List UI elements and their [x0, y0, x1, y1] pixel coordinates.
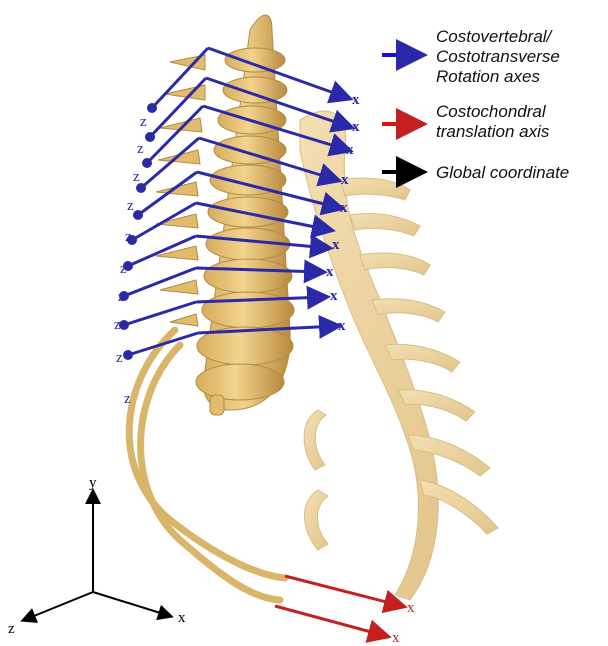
rotation-x-label-2: x — [352, 119, 360, 135]
rotation-axis-origin-dot-3 — [142, 158, 152, 168]
rotation-z-label-6: z — [120, 261, 127, 277]
legend-translation-line2: translation axis — [436, 122, 550, 141]
global-coordinate: y x z — [8, 475, 186, 637]
legend-rotation-line2: Costotransverse — [436, 47, 560, 66]
legend-global-line1: Global coordinate — [436, 163, 569, 182]
translation-axis-1-label: x — [407, 600, 415, 616]
rotation-z-label-7: z — [118, 289, 125, 305]
legend-rotation-line1: Costovertebral/ — [436, 27, 554, 46]
legend-item-rotation: Costovertebral/ Costotransverse Rotation… — [382, 27, 560, 86]
rotation-x-label-5: x — [340, 200, 348, 216]
rotation-x-label-1: x — [352, 92, 360, 108]
legend-translation-line1: Costochondral — [436, 102, 547, 121]
rotation-z-label-3: z — [133, 169, 140, 185]
rotation-axis-origin-dot-10 — [123, 350, 133, 360]
global-x-label: x — [178, 610, 186, 626]
rotation-z-label-10: z — [124, 391, 131, 407]
global-y-label: y — [89, 475, 97, 491]
rotation-axis-origin-dot-1 — [147, 103, 157, 113]
rotation-x-label-3: x — [346, 142, 354, 158]
rotation-axis-z-10 — [128, 333, 198, 355]
rotation-x-label-8: x — [330, 288, 338, 304]
translation-axes-group: x x — [275, 576, 415, 646]
legend-rotation-line3: Rotation axes — [436, 67, 540, 86]
rotation-axis-origin-dot-5 — [133, 210, 143, 220]
global-z-axis — [24, 592, 93, 620]
rotation-z-label-4: z — [127, 198, 134, 214]
rotation-axis-origin-dot-2 — [145, 132, 155, 142]
translation-axis-2-label: x — [392, 630, 400, 646]
legend-item-translation: Costochondral translation axis — [382, 102, 550, 141]
rotation-z-label-5: z — [125, 229, 132, 245]
rotation-z-label-2: z — [137, 141, 144, 157]
translation-axis-2 — [275, 606, 386, 636]
rotation-z-label-9: z — [116, 350, 123, 366]
sternum-cartilage — [300, 111, 498, 600]
global-z-label: z — [8, 621, 15, 637]
global-x-axis — [93, 592, 170, 616]
translation-axis-1 — [285, 576, 402, 606]
rotation-z-label-1: z — [140, 114, 147, 130]
rotation-x-label-4: x — [341, 172, 349, 188]
rotation-z-label-8: z — [114, 317, 121, 333]
legend: Costovertebral/ Costotransverse Rotation… — [382, 27, 569, 182]
rotation-x-label-7: x — [326, 264, 334, 280]
legend-item-global: Global coordinate — [382, 163, 569, 182]
rotation-x-label-6: x — [332, 237, 340, 253]
rotation-x-label-9: x — [338, 318, 346, 334]
